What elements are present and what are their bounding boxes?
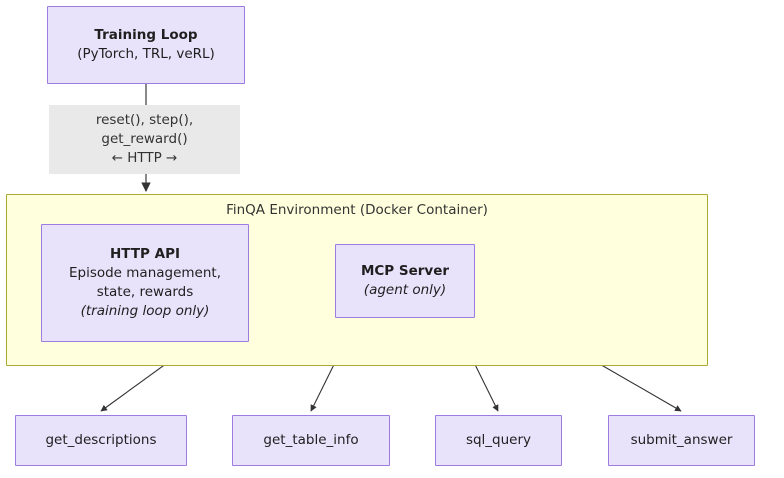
- edge-label-http: reset(), step(), get_reward() ← HTTP →: [49, 105, 240, 174]
- http-api-line3: (training loop only): [80, 303, 210, 320]
- cluster-label: FinQA Environment (Docker Container): [226, 202, 488, 218]
- edge-label-line1: reset(), step(),: [95, 111, 194, 128]
- node-tool-submit-answer[interactable]: submit_answer: [608, 415, 755, 466]
- tool-label: get_descriptions: [45, 431, 157, 448]
- training-loop-line2: (PyTorch, TRL, veRL): [77, 46, 215, 62]
- training-loop-line1: Training Loop: [94, 26, 198, 43]
- node-training-loop[interactable]: Training Loop (PyTorch, TRL, veRL): [47, 6, 245, 84]
- http-api-line1: Episode management,: [68, 264, 222, 281]
- http-api-title: HTTP API: [110, 245, 180, 262]
- http-api-line2: state, rewards: [96, 284, 194, 300]
- node-tool-sql-query[interactable]: sql_query: [435, 415, 562, 466]
- node-tool-get-descriptions[interactable]: get_descriptions: [15, 415, 187, 466]
- edge-label-line2: get_reward(): [101, 130, 188, 147]
- node-tool-get-table-info[interactable]: get_table_info: [232, 415, 390, 466]
- node-mcp-server[interactable]: MCP Server (agent only): [335, 244, 475, 318]
- mcp-server-title: MCP Server: [360, 262, 450, 279]
- node-http-api[interactable]: HTTP API Episode management, state, rewa…: [41, 224, 249, 342]
- mcp-server-subtitle: (agent only): [363, 282, 447, 298]
- tool-label: submit_answer: [630, 431, 733, 448]
- tool-label: get_table_info: [263, 431, 359, 448]
- tool-label: sql_query: [465, 431, 532, 448]
- edge-label-line3: ← HTTP →: [111, 150, 178, 167]
